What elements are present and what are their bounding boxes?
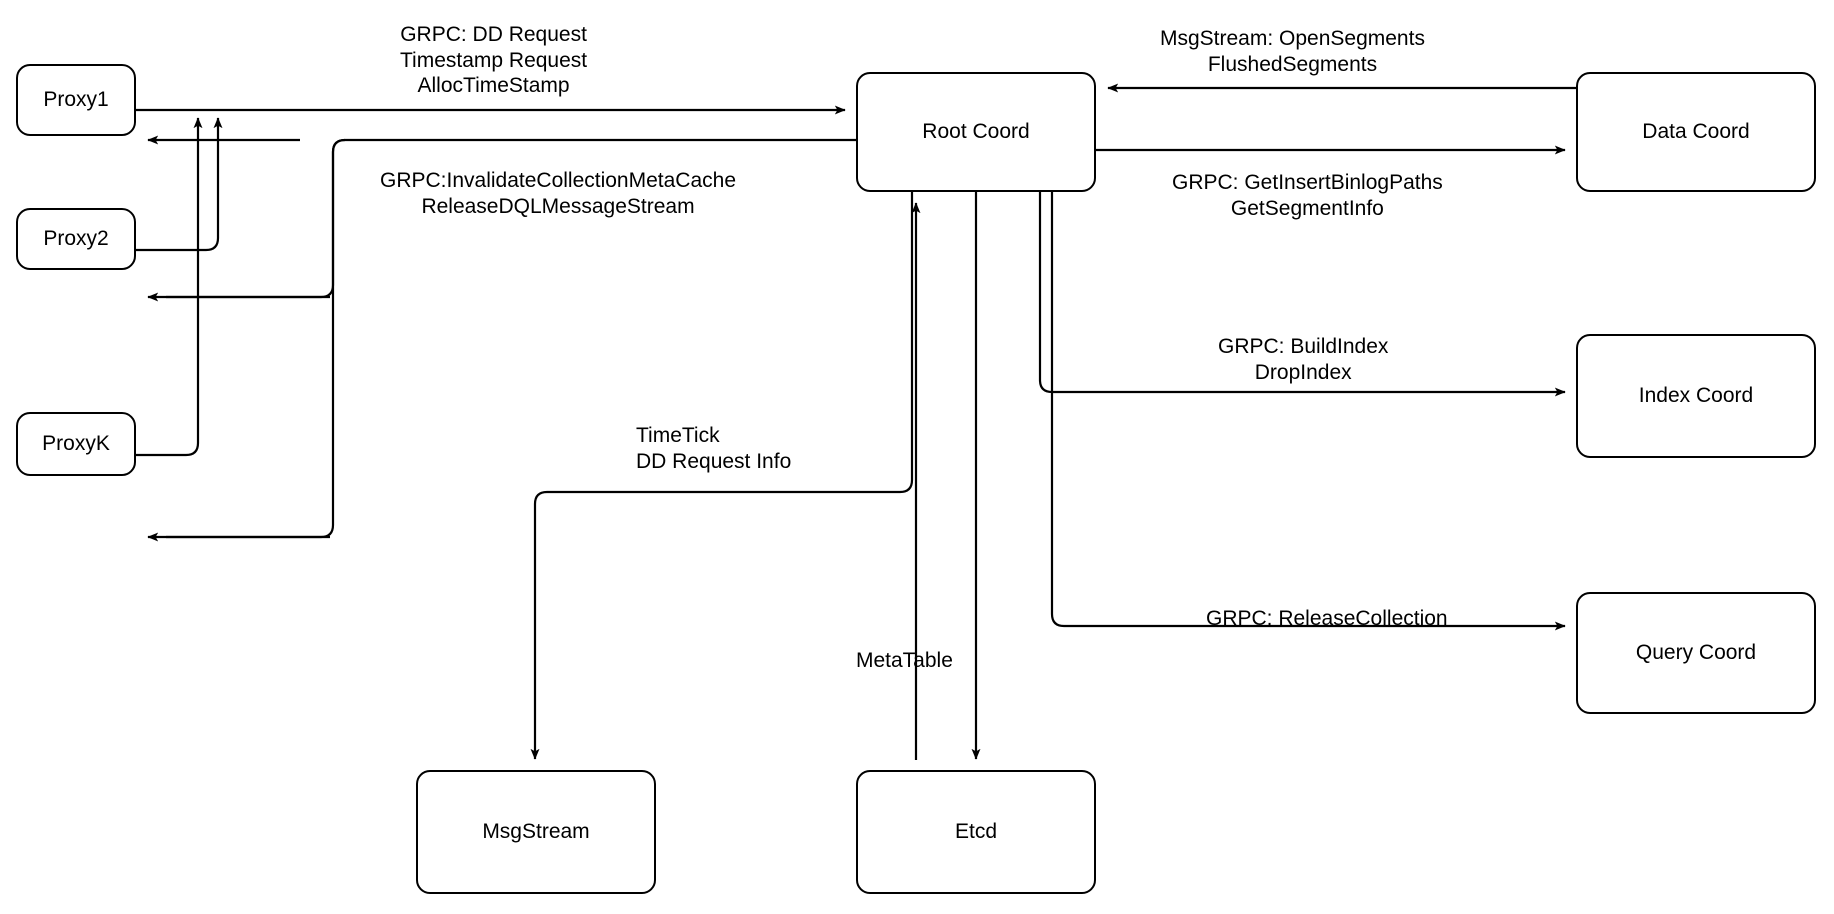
edge-label-root-to-msgstream: TimeTick DD Request Info bbox=[636, 424, 792, 473]
node-query-coord[interactable]: Query Coord bbox=[1576, 592, 1816, 714]
edge-rootcoord-to-querycoord bbox=[1050, 192, 1566, 631]
node-msgstream[interactable]: MsgStream bbox=[416, 770, 656, 894]
edge-label-datacoord-to-root: MsgStream: OpenSegments FlushedSegments bbox=[1160, 27, 1425, 76]
node-label: MsgStream bbox=[482, 820, 590, 844]
edge-label-root-to-datacoord: GRPC: GetInsertBinlogPaths GetSegmentInf… bbox=[1172, 171, 1443, 220]
node-label: Index Coord bbox=[1638, 384, 1754, 408]
edge-return-branch-proxy2 bbox=[166, 138, 346, 299]
node-proxyk[interactable]: ProxyK bbox=[16, 412, 136, 476]
edge-label-root-etcd: MetaTable bbox=[856, 649, 953, 672]
node-proxy2[interactable]: Proxy2 bbox=[16, 208, 136, 270]
edge-label-root-to-indexcoord: GRPC: BuildIndex DropIndex bbox=[1218, 335, 1389, 384]
node-label: Proxy2 bbox=[43, 227, 109, 251]
node-etcd[interactable]: Etcd bbox=[856, 770, 1096, 894]
node-label: Etcd bbox=[954, 820, 998, 844]
node-proxy1[interactable]: Proxy1 bbox=[16, 64, 136, 136]
node-index-coord[interactable]: Index Coord bbox=[1576, 334, 1816, 458]
node-label: Query Coord bbox=[1635, 641, 1757, 665]
node-label: ProxyK bbox=[42, 432, 110, 456]
node-root-coord[interactable]: Root Coord bbox=[856, 72, 1096, 192]
node-label: Root Coord bbox=[922, 120, 1030, 144]
edge-label-root-to-querycoord: GRPC: ReleaseCollection bbox=[1206, 607, 1448, 630]
edge-label-proxy-to-root: GRPC: DD Request Timestamp Request Alloc… bbox=[400, 23, 588, 98]
node-data-coord[interactable]: Data Coord bbox=[1576, 72, 1816, 192]
edge-rootcoord-to-msgstream bbox=[530, 192, 914, 760]
node-label: Proxy1 bbox=[43, 88, 109, 112]
edge-label-root-to-proxy: GRPC:InvalidateCollectionMetaCache Relea… bbox=[380, 169, 737, 218]
edge-proxy2-riser bbox=[136, 117, 223, 252]
edge-proxyk-riser bbox=[136, 117, 203, 457]
node-label: Data Coord bbox=[1642, 120, 1750, 144]
